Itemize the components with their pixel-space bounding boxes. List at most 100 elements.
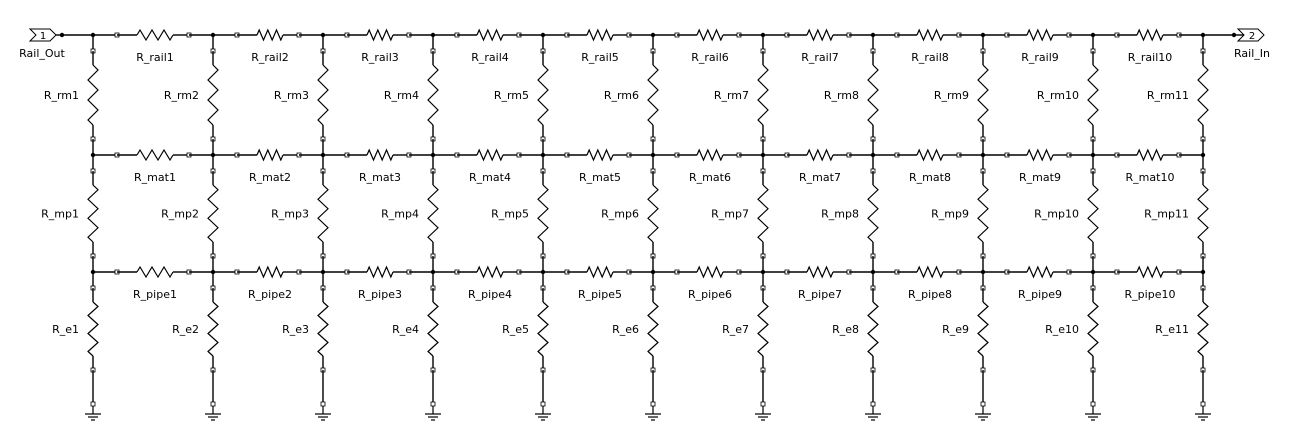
resistor-symbol [317,184,329,243]
pin-terminal [870,401,876,407]
resistor-symbol [317,301,329,357]
mp-resistor-label: R_mp7 [711,208,749,221]
port-2-label: Rail_In [1234,47,1270,60]
e-resistor-label: R_e11 [1155,323,1189,336]
mat-resistor-label: R_mat6 [689,171,731,184]
rail-resistor-label: R_rail3 [361,51,399,64]
resistor-symbol [366,148,394,162]
resistor-symbol [537,184,549,243]
resistor-symbol [207,301,219,357]
resistor-symbol [696,265,724,279]
pin-terminal [540,401,546,407]
e-resistor-label: R_e7 [722,323,749,336]
pin-terminal [90,401,96,407]
ground-icon [535,406,551,421]
resistor-symbol [586,28,614,42]
resistor-symbol [136,28,174,42]
mp-resistor-label: R_mp1 [41,208,79,221]
junction-dot [90,32,96,38]
resistor-symbol [1087,301,1099,357]
e-resistor-label: R_e5 [502,323,529,336]
resistor-symbol [256,148,284,162]
pipe-resistor-label: R_pipe10 [1125,288,1176,301]
junction-dot [430,152,436,158]
pin-terminal [210,401,216,407]
resistor-symbol [366,28,394,42]
junction-dot [1090,152,1096,158]
resistor-symbol [696,148,724,162]
junction-dot [430,269,436,275]
junction-dot [980,32,986,38]
rail-resistor-label: R_rail8 [911,51,949,64]
resistor-symbol [696,28,724,42]
rail-resistor-label: R_rail6 [691,51,729,64]
mp-resistor-label: R_mp11 [1144,208,1189,221]
junction-dot [650,32,656,38]
ground-icon [755,406,771,421]
ground-icon [205,406,221,421]
rm-resistor-label: R_rm1 [44,89,79,102]
resistor-symbol [916,148,944,162]
mat-resistor-label: R_mat5 [579,171,621,184]
pipe-resistor-label: R_pipe6 [688,288,732,301]
port-1-icon[interactable] [28,28,57,42]
resistor-symbol [647,301,659,357]
resistor-symbol [1136,265,1164,279]
mp-resistor-label: R_mp2 [161,208,199,221]
resistor-symbol [87,301,99,357]
resistor-symbol [977,301,989,357]
resistor-symbol [207,184,219,243]
junction-dot [210,32,216,38]
junction-dot [320,32,326,38]
mp-resistor-label: R_mp8 [821,208,859,221]
ground-icon [315,406,331,421]
ground-icon [975,406,991,421]
junction-dot [650,269,656,275]
resistor-symbol [867,301,879,357]
pipe-resistor-label: R_pipe5 [578,288,622,301]
junction-dot [760,269,766,275]
resistor-symbol [586,148,614,162]
mp-resistor-label: R_mp5 [491,208,529,221]
junction-dot [1200,152,1206,158]
junction-dot [540,32,546,38]
junction-dot [870,32,876,38]
pipe-resistor-label: R_pipe7 [798,288,842,301]
ground-icon [645,406,661,421]
mat-resistor-label: R_mat7 [799,171,841,184]
rail-resistor-label: R_rail7 [801,51,839,64]
junction-dot [210,269,216,275]
resistor-symbol [916,265,944,279]
rm-resistor-label: R_rm11 [1147,89,1189,102]
rm-resistor-label: R_rm8 [824,89,859,102]
pipe-resistor-label: R_pipe4 [468,288,512,301]
ground-icon [425,406,441,421]
resistor-symbol [476,265,504,279]
port-1-number: 1 [40,31,46,42]
mat-resistor-label: R_mat8 [909,171,951,184]
mat-resistor-label: R_mat9 [1019,171,1061,184]
junction-dot [870,152,876,158]
rail-resistor-label: R_rail4 [471,51,509,64]
resistor-symbol [1087,184,1099,243]
resistor-symbol [1026,28,1054,42]
rm-resistor-label: R_rm5 [494,89,529,102]
pipe-resistor-label: R_pipe1 [133,288,177,301]
e-resistor-label: R_e9 [942,323,969,336]
junction-dot [540,269,546,275]
e-resistor-label: R_e2 [172,323,199,336]
e-resistor-label: R_e6 [612,323,639,336]
pipe-resistor-label: R_pipe2 [248,288,292,301]
junction-dot [650,152,656,158]
rail-resistor-label: R_rail5 [581,51,619,64]
rm-resistor-label: R_rm6 [604,89,639,102]
pipe-resistor-label: R_pipe8 [908,288,952,301]
resistor-symbol [757,301,769,357]
resistor-symbol [867,184,879,243]
resistor-symbol [977,184,989,243]
pin-terminal [760,401,766,407]
junction-dot [540,152,546,158]
pin-terminal [430,401,436,407]
mat-resistor-label: R_mat1 [134,171,176,184]
